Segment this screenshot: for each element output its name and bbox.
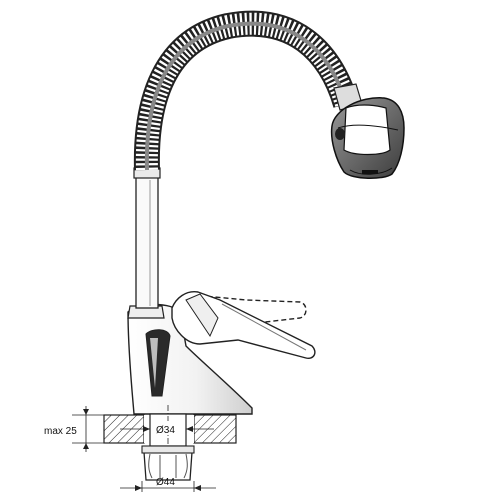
mixer-body-highlight — [150, 338, 158, 388]
mixer-lever — [171, 291, 316, 360]
hole-diameter-label: Ø34 — [156, 425, 175, 436]
dimension-max-thickness: max 25 — [44, 406, 104, 452]
base-diameter-label: Ø44 — [156, 477, 175, 488]
spray-mode-button-icon — [335, 128, 345, 140]
dimension-base-diameter: Ø44 — [120, 477, 216, 492]
dimension-hole-diameter: Ø34 — [120, 421, 214, 436]
spray-head — [330, 83, 405, 179]
spout-riser — [133, 167, 161, 309]
flexible-hose — [133, 10, 359, 171]
max-thickness-label: max 25 — [44, 426, 77, 437]
